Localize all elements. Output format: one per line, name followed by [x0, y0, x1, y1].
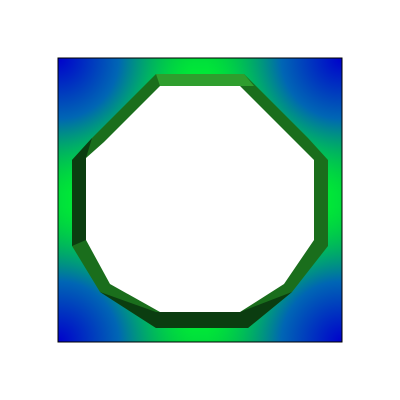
- hole-rim-shadow-bottom: [100, 292, 292, 328]
- hole-rim-shadow-left: [72, 138, 92, 246]
- octagonal-hole: [72, 74, 328, 328]
- hole-opening: [86, 86, 314, 312]
- plate-outline: [57, 57, 343, 343]
- hole-rim-highlight: [156, 74, 254, 86]
